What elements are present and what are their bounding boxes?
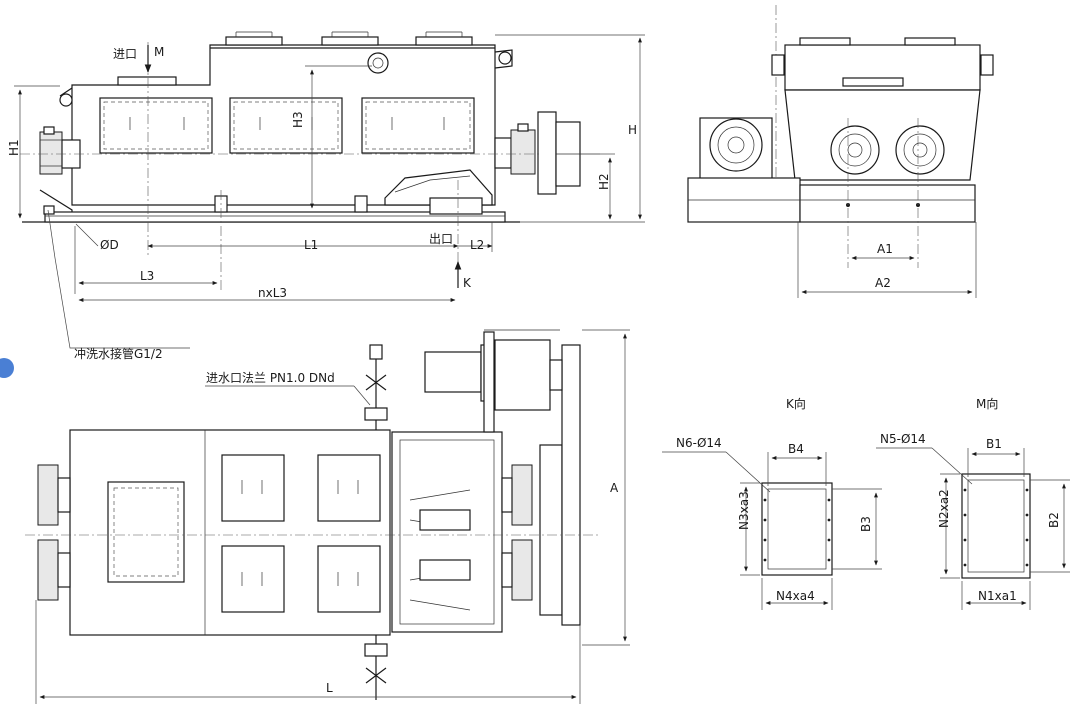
dim-n4xa4: N4xa4 bbox=[776, 589, 815, 603]
top-view bbox=[25, 329, 630, 704]
m-view-holes: N5-Ø14 bbox=[880, 432, 926, 446]
flush-pipe-label: 冲洗水接管G1/2 bbox=[74, 346, 163, 361]
dim-n2xa2: N2xa2 bbox=[937, 489, 951, 528]
dim-l2: L2 bbox=[470, 238, 484, 252]
dim-l1: L1 bbox=[304, 238, 318, 252]
dim-a2: A2 bbox=[875, 276, 891, 290]
k-view-holes: N6-Ø14 bbox=[676, 436, 722, 450]
dim-a1: A1 bbox=[877, 242, 893, 256]
side-view bbox=[687, 5, 994, 298]
dim-b3: B3 bbox=[859, 516, 873, 532]
front-view bbox=[14, 31, 645, 349]
inlet-arrow-label: M bbox=[154, 45, 164, 59]
m-view bbox=[876, 447, 1070, 610]
dim-nxl3: nxL3 bbox=[258, 286, 287, 300]
water-inlet-flange-label: 进水口法兰 PN1.0 DNd bbox=[206, 371, 335, 385]
outlet-label: 出口 bbox=[429, 232, 453, 246]
dim-b4: B4 bbox=[788, 442, 804, 456]
inlet-label: 进口 bbox=[113, 47, 137, 61]
k-arrow-label: K bbox=[463, 276, 472, 290]
dim-h1: H1 bbox=[7, 139, 21, 156]
dim-n1xa1: N1xa1 bbox=[978, 589, 1017, 603]
dim-b2: B2 bbox=[1047, 512, 1061, 528]
dim-n3xa3: N3xa3 bbox=[737, 491, 751, 530]
k-view-title: K向 bbox=[786, 396, 806, 411]
dim-a: A bbox=[610, 481, 619, 495]
dim-h: H bbox=[628, 123, 637, 137]
dim-l: L bbox=[326, 681, 333, 695]
dim-l3: L3 bbox=[140, 269, 154, 283]
m-view-title: M向 bbox=[976, 396, 998, 411]
dim-h2: H2 bbox=[597, 173, 611, 190]
k-view bbox=[662, 451, 882, 610]
dim-b1: B1 bbox=[986, 437, 1002, 451]
dim-h3: H3 bbox=[291, 111, 305, 128]
dim-d: ØD bbox=[100, 238, 119, 252]
page-marker-icon bbox=[0, 358, 14, 378]
